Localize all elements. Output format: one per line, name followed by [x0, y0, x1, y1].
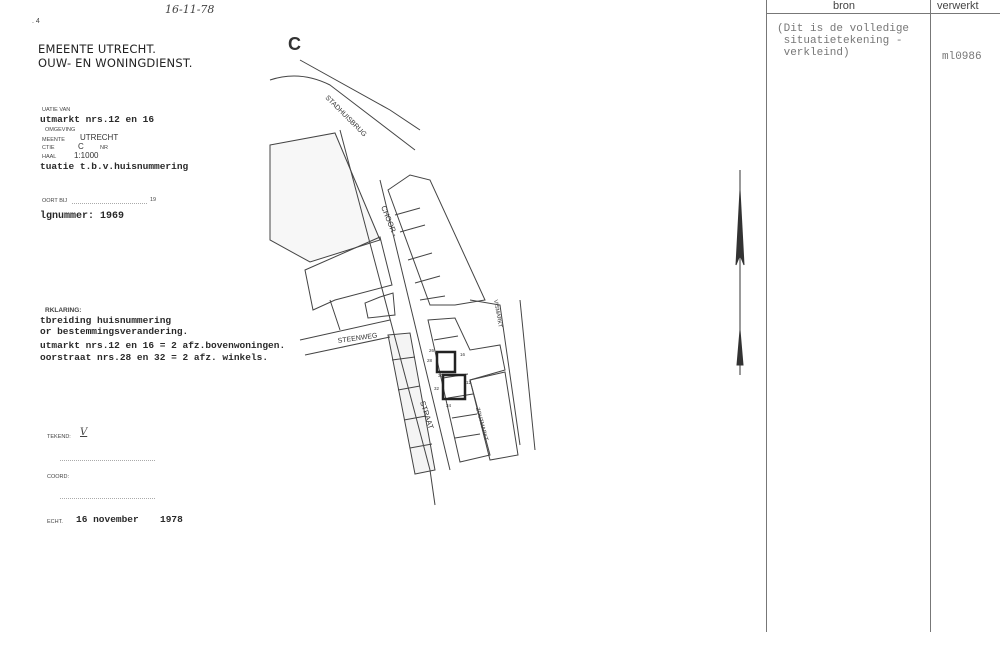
table-cell-bron: (Dit is de volledige situatietekening - … [777, 23, 910, 59]
north-arrow-icon [735, 170, 745, 375]
table-header-divider [766, 13, 1000, 14]
getekend-initials: V [80, 427, 88, 438]
handwritten-date: 16-11-78 [165, 3, 215, 16]
house-number: 26 [429, 348, 435, 353]
street-label-vismarkt: VISMARKT [492, 299, 503, 328]
street-edge [379, 179, 451, 471]
house-number: 12 [466, 380, 472, 385]
verklaring-line: or bestemmingsverandering. [40, 326, 189, 337]
date-year: 1978 [160, 514, 183, 525]
schaal-value: 1:1000 [74, 151, 99, 160]
verklaring-line: oorstraat nrs.28 en 32 = 2 afz. winkels. [40, 352, 269, 363]
date-value: 16 november [76, 514, 139, 525]
verklaring-line: tbreiding huisnummering [40, 315, 172, 326]
nr-label: NR [100, 145, 108, 151]
getekend-dotted-line [60, 458, 155, 461]
street-edge [299, 319, 391, 356]
sectie-label: CTIE [42, 145, 55, 151]
sectie-value: C [78, 142, 84, 151]
gemeente-label: MEENTE [42, 137, 65, 143]
table-border-left [766, 0, 767, 632]
bridge-outline [299, 59, 421, 131]
getekend-label: TEKEND: [47, 434, 71, 440]
table-column-divider [930, 0, 931, 632]
purpose-text: tuatie t.b.v.huisnummering [40, 161, 189, 172]
gemeente-value: UTRECHT [80, 133, 119, 142]
behoort-dotted-line [72, 198, 147, 204]
street-edge [519, 299, 536, 451]
omgeving-label: OMGEVING [45, 127, 76, 133]
behoort-year: 19 [150, 197, 157, 203]
map-mark: C [288, 34, 301, 54]
house-number: 34 [446, 403, 452, 408]
highlighted-parcel [441, 373, 467, 401]
building-block [427, 317, 506, 463]
date-label: ECHT. [47, 519, 63, 525]
street-edge [429, 469, 436, 506]
street-label-stadhuisbrug: STADHUISBRUG [324, 94, 368, 138]
akkoord-dotted-line [60, 496, 155, 499]
street-edge [469, 299, 521, 446]
org-line-2: OUW- EN WONINGDIENST. [38, 56, 193, 70]
situatie-label: UATIE VAN [42, 107, 71, 113]
volgnummer: lgnummer: 1969 [40, 211, 125, 222]
house-number: 30 [438, 373, 444, 378]
parcel-lines [394, 207, 446, 301]
building-block [269, 132, 381, 263]
schaal-label: HAAL [42, 154, 57, 160]
street-label-steenweg: STEENWEG [337, 332, 378, 345]
street-label-choor: CHOOR - [379, 204, 400, 238]
situatie-value: utmarkt nrs.12 en 16 [40, 114, 155, 125]
situation-map: C STADHUISBRUG CHOOR - STEENWEG VISMARKT… [269, 34, 745, 506]
building-block [304, 236, 393, 311]
building-block [329, 292, 396, 331]
org-line-1: EMEENTE UTRECHT. [38, 42, 157, 56]
parcel-lines [391, 356, 433, 449]
building-block [387, 332, 436, 475]
table-header-bron: bron [833, 0, 856, 12]
page-marker: . 4 [32, 18, 40, 25]
highlighted-parcel [435, 350, 457, 374]
street-edge [339, 129, 431, 471]
verklaring-label: RKLARING: [45, 307, 82, 314]
verklaring-line: utmarkt nrs.12 en 16 = 2 afz.bovenwoning… [40, 340, 286, 351]
behoort-label: OORT BIJ [42, 198, 68, 204]
house-number: 28 [427, 358, 433, 363]
house-number: 16 [460, 352, 466, 357]
bridge-outline [269, 75, 416, 151]
house-number: 32 [434, 386, 440, 391]
akkoord-label: COORD: [47, 474, 69, 480]
building-block [387, 174, 486, 306]
street-label-zoutmarkt: ZOUTMARKT [474, 407, 489, 442]
table-header-verwerkt: verwerkt [937, 0, 979, 12]
building-block [469, 371, 519, 461]
table-cell-verwerkt: ml0986 [942, 51, 982, 63]
